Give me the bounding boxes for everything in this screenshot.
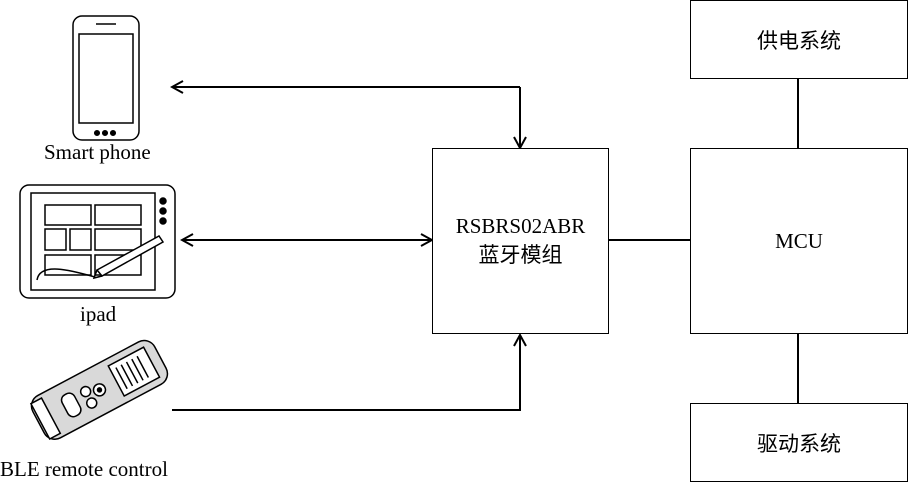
connector-lines bbox=[172, 78, 799, 411]
bluetooth-module-box: RSBRS02ABR 蓝牙模组 bbox=[432, 148, 609, 334]
smartphone-label: Smart phone bbox=[44, 140, 151, 164]
remote-control-icon bbox=[29, 339, 169, 441]
power-system-box: 供电系统 bbox=[690, 0, 908, 79]
drive-system-label: 驱动系统 bbox=[757, 431, 841, 456]
tablet-icon bbox=[19, 184, 176, 299]
ipad-label: ipad bbox=[80, 302, 117, 326]
module-name-label: 蓝牙模组 bbox=[478, 242, 563, 267]
smartphone-icon bbox=[72, 15, 140, 141]
drive-system-box: 驱动系统 bbox=[690, 403, 908, 482]
mcu-label: MCU bbox=[775, 228, 823, 253]
power-system-label: 供电系统 bbox=[757, 28, 841, 53]
module-model-label: RSBRS02ABR bbox=[455, 213, 586, 238]
remote-label: BLE remote control bbox=[0, 457, 168, 481]
remote-module-connector bbox=[172, 335, 520, 411]
mcu-box: MCU bbox=[690, 148, 908, 334]
